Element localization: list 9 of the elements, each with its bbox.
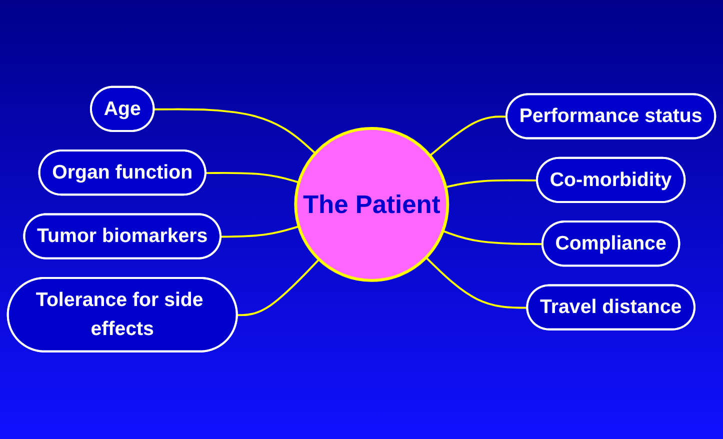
- connector: [445, 180, 538, 189]
- connector: [154, 108, 316, 154]
- connector: [425, 257, 528, 310]
- connector: [220, 226, 300, 238]
- connector: [429, 116, 507, 157]
- connector: [237, 259, 320, 316]
- node-circle: The Patient: [294, 127, 450, 282]
- connector: [442, 230, 543, 246]
- connector: [206, 172, 300, 184]
